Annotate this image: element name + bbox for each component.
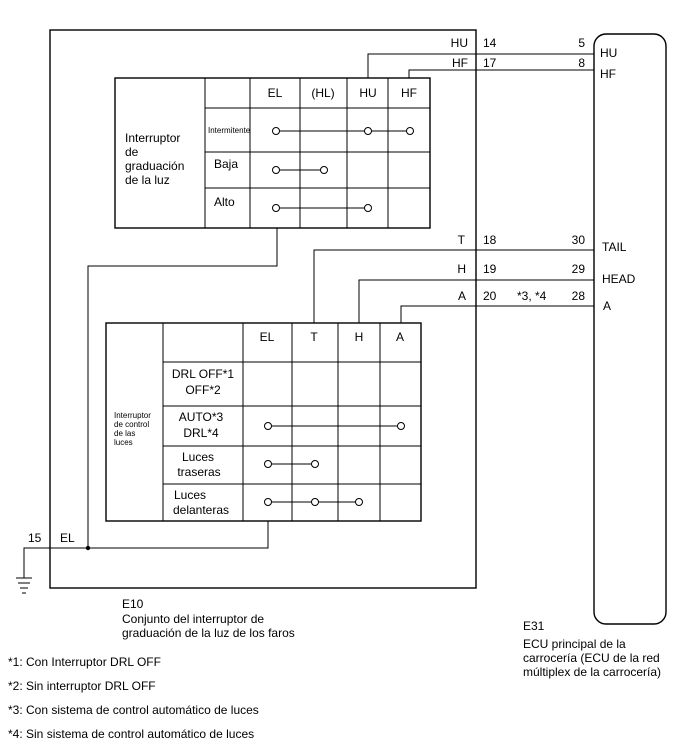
dimmer-label-line: graduación (125, 159, 184, 173)
dimmer-switch-table: Interruptor de graduación de la luz EL (… (114, 77, 431, 229)
contact-point (406, 127, 414, 135)
contact-point (264, 422, 272, 430)
light-row-label: DRL OFF*1 (172, 367, 235, 381)
footnote: *1: Con Interruptor DRL OFF (8, 655, 161, 669)
contact-point (272, 166, 280, 174)
light-row-label: delanteras (173, 503, 229, 517)
wire-note: *3, *4 (517, 289, 547, 303)
e31-ecu-box (593, 33, 667, 625)
light-control-switch-table: Interruptor de control de las luces EL T… (105, 322, 422, 522)
light-row-label: Luces (174, 488, 206, 502)
footnote: *4: Sin sistema de control automático de… (8, 727, 255, 741)
light-col-header: H (355, 330, 364, 344)
footnote: *2: Sin interruptor DRL OFF (8, 679, 156, 693)
contact-point (311, 498, 319, 506)
e31-pin-number: 30 (572, 233, 586, 247)
dimmer-row-label: Alto (214, 195, 235, 209)
dimmer-label-line: de la luz (125, 173, 170, 187)
light-row-label: OFF*2 (185, 383, 221, 397)
contact-point (364, 204, 372, 212)
e10-name: graduación de la luz de los faros (122, 626, 295, 640)
light-row-label: Luces (182, 450, 214, 464)
light-label-line: Interruptor (114, 411, 151, 420)
e10-code: E10 (122, 597, 144, 611)
e10-name: Conjunto del interruptor de (122, 612, 264, 626)
wire-signal-label: A (458, 289, 466, 303)
ground-icon (16, 577, 32, 594)
e10-pin-number: 19 (483, 262, 497, 276)
e31-pin-number: 29 (572, 262, 586, 276)
contact-point (355, 498, 363, 506)
e31-terminal-label: HEAD (602, 272, 636, 286)
light-row-label: traseras (177, 465, 220, 479)
wire-signal-label: H (457, 262, 466, 276)
light-label-line: de control (114, 420, 149, 429)
light-row-label: AUTO*3 (179, 410, 224, 424)
light-col-header: T (310, 330, 318, 344)
e10-pin-number: 17 (483, 56, 497, 70)
light-col-header: EL (260, 330, 275, 344)
dimmer-row-label: Intermitente (208, 126, 251, 135)
ground-signal-label: EL (60, 531, 75, 545)
e31-code: E31 (523, 619, 545, 633)
e10-pin-number: 20 (483, 289, 497, 303)
footnote: *3: Con sistema de control automático de… (8, 703, 259, 717)
dimmer-row-label: Baja (214, 157, 238, 171)
light-col-header: A (396, 330, 404, 344)
e10-pin-number: 14 (483, 36, 497, 50)
e31-pin-number: 28 (572, 289, 586, 303)
contact-point (320, 166, 328, 174)
e31-name: carrocería (ECU de la red (523, 651, 660, 665)
contact-point (264, 498, 272, 506)
dimmer-col-header: HU (359, 86, 376, 100)
contact-point (272, 127, 280, 135)
wire-signal-label: T (458, 233, 466, 247)
wire-signal-label: HU (451, 36, 468, 50)
e31-name: ECU principal de la (523, 637, 626, 651)
e31-pin-number: 5 (578, 36, 585, 50)
e31-terminal-label: HF (600, 67, 616, 81)
junction-dot (85, 545, 91, 551)
light-label-line: de las (114, 429, 135, 438)
wire-signal-label: HF (452, 56, 468, 70)
contact-point (311, 460, 319, 468)
e31-terminal-label: TAIL (602, 240, 627, 254)
contact-point (397, 422, 405, 430)
e31-name: múltiplex de la carrocería) (523, 665, 661, 679)
e31-terminal-label: A (603, 299, 611, 313)
dimmer-col-header: HF (401, 86, 417, 100)
dimmer-col-header: (HL) (311, 86, 334, 100)
light-row-label: DRL*4 (183, 426, 219, 440)
dimmer-col-header: EL (268, 86, 283, 100)
wires (23, 53, 594, 578)
light-label-line: luces (114, 438, 133, 447)
ground-pin-number: 15 (28, 531, 42, 545)
contact-point (272, 204, 280, 212)
e10-component-box (49, 29, 477, 589)
contact-point (364, 127, 372, 135)
contact-point (264, 460, 272, 468)
e10-pin-number: 18 (483, 233, 497, 247)
e31-terminal-label: HU (600, 46, 617, 60)
e31-pin-number: 8 (578, 56, 585, 70)
dimmer-label-line: Interruptor (125, 131, 180, 145)
dimmer-label-line: de (125, 145, 139, 159)
